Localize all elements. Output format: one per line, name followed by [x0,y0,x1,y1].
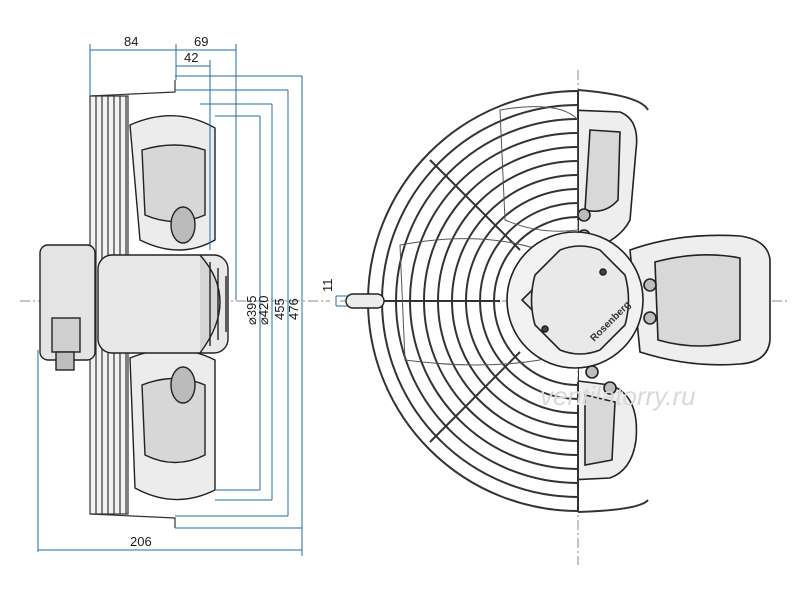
side-dimension-lines [37,44,303,556]
dim-dia-395: ⌀395 [244,295,259,325]
dim-69: 69 [194,34,208,49]
dim-455: 455 [272,298,287,320]
dim-42: 42 [184,50,198,65]
blades-side [129,115,216,501]
mounting-tab [345,293,385,309]
side-view: 84 69 42 206 ⌀395 ⌀420 455 476 [20,34,330,556]
motor-side [39,244,229,371]
dim-dia-420: ⌀420 [256,295,271,325]
watermark: ventilatorry.ru [540,381,696,411]
dim-84: 84 [124,34,138,49]
blades-front [578,89,771,513]
blades-behind-grille [399,106,578,366]
dim-11: 11 [320,279,335,293]
dim-206: 206 [130,534,152,549]
motor-hub-front [506,231,644,369]
front-view: 11 [320,70,790,565]
dim-476: 476 [286,298,301,320]
